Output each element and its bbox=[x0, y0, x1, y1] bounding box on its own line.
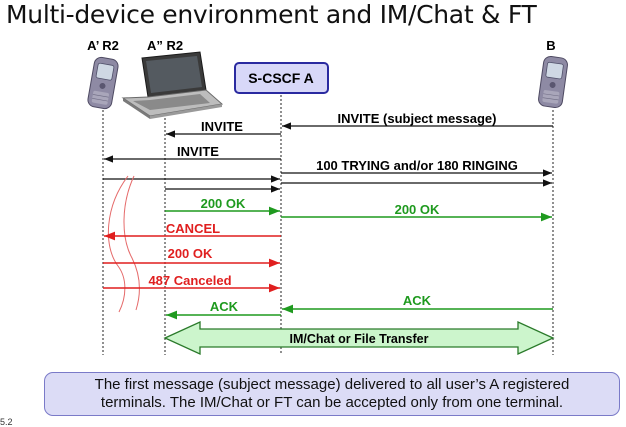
trying-ringing-label: 100 TRYING and/or 180 RINGING bbox=[316, 158, 518, 173]
ok-from-a-double-prime-label: 200 OK bbox=[201, 196, 246, 211]
note-box: The first message (subject message) deli… bbox=[44, 372, 620, 416]
mobile-phone-icon bbox=[538, 55, 568, 109]
mobile-phone-icon bbox=[87, 56, 119, 110]
page-number: 5.2 bbox=[0, 417, 13, 427]
cancel-label: CANCEL bbox=[166, 221, 220, 236]
invite-to-a-double-prime-label: INVITE bbox=[201, 119, 243, 134]
s-cscf-node: S-CSCF A bbox=[234, 62, 329, 94]
red-curve-left bbox=[107, 175, 129, 313]
red-curve-right bbox=[123, 175, 140, 311]
invite-subject-label: INVITE (subject message) bbox=[338, 111, 497, 126]
transfer-label: IM/Chat or File Transfer bbox=[290, 332, 429, 346]
canceled-label: 487 Canceled bbox=[148, 273, 231, 288]
ok-from-a-prime-label: 200 OK bbox=[168, 246, 213, 261]
slide-title: Multi-device environment and IM/Chat & F… bbox=[6, 0, 537, 29]
ack-from-b-label: ACK bbox=[403, 293, 432, 308]
note-line-2: terminals. The IM/Chat or FT can be acce… bbox=[100, 394, 564, 411]
participant-b-label: B bbox=[546, 38, 555, 53]
participant-a-double-prime-label: A” R2 bbox=[147, 38, 183, 53]
invite-to-a-prime-label: INVITE bbox=[177, 144, 219, 159]
s-cscf-label: S-CSCF A bbox=[248, 70, 314, 86]
transfer-double-arrow bbox=[163, 320, 555, 356]
participant-a-prime-label: A’ R2 bbox=[87, 38, 119, 53]
laptop-icon bbox=[121, 51, 224, 119]
ok-to-b-label: 200 OK bbox=[395, 202, 440, 217]
note-line-1: The first message (subject message) deli… bbox=[94, 376, 570, 393]
ack-to-a-double-prime-label: ACK bbox=[210, 299, 239, 314]
